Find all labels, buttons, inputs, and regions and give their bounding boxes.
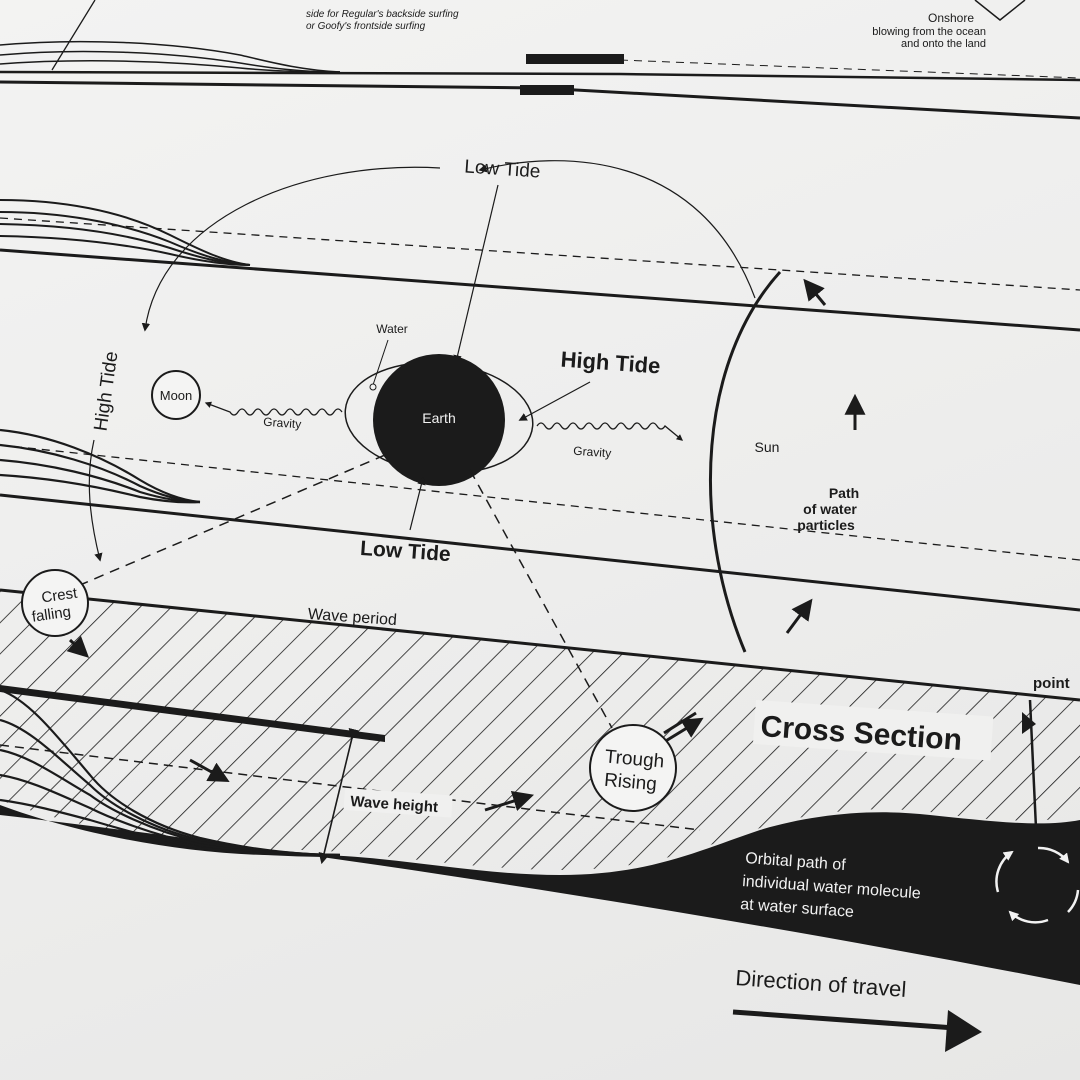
mean-water-line [0, 248, 1080, 332]
high-tide-pointer [518, 381, 591, 421]
onshore-title: Onshore [928, 11, 974, 25]
crest-label-2: falling [31, 603, 72, 625]
moon-label: Moon [160, 388, 193, 403]
projection-line [79, 454, 386, 586]
wave-top-line [0, 588, 1080, 702]
wave-line [0, 235, 251, 266]
low-tide-top-label: Low Tide [464, 156, 541, 182]
high-tide-left-label: High Tide [91, 350, 123, 432]
particle-arrow [803, 278, 827, 306]
crest-bubble [21, 569, 89, 637]
wave-line [0, 428, 201, 504]
earth [373, 354, 505, 486]
path-label-3: particles [797, 517, 855, 533]
sun-label: Sun [755, 439, 780, 455]
trough-label-1: Trough [604, 746, 665, 772]
orbit-arc-top [478, 160, 756, 299]
earth-label: Earth [422, 410, 455, 426]
small-label-tag [526, 54, 624, 64]
direction-arrow-head [945, 1010, 982, 1052]
path-label-2: of water [803, 501, 857, 517]
motion-arrow [189, 758, 230, 783]
motion-arrow [484, 790, 535, 812]
wave-line [0, 473, 201, 504]
gravity-wave-left [204, 401, 343, 416]
top-strip: side for Regular's backside surfing or G… [0, 0, 1080, 120]
orbital-circle [995, 846, 1080, 924]
water-dot [369, 383, 377, 391]
water-label: Water [376, 322, 408, 336]
high-tide-right-label: High Tide [560, 347, 661, 379]
hatched-water-body [0, 590, 1080, 870]
top-wave-line [0, 40, 341, 73]
tide-diagram: Low Tide High Tide Moon Gravity Earth Wa… [79, 156, 782, 729]
wave-contour [0, 773, 341, 857]
low-tide-bottom-label: Low Tide [359, 537, 451, 566]
wave-cross-section: Wave height Wave period Path of water pa… [0, 278, 1080, 1052]
wave-line [0, 199, 251, 266]
onshore-desc-1: blowing from the ocean [872, 26, 986, 38]
wave-line [0, 223, 251, 266]
wave-height-label: Wave height [350, 793, 439, 816]
wave-height-arrow [318, 727, 360, 865]
note-line-1: side for Regular's backside surfing [306, 9, 459, 20]
wave-line [0, 458, 201, 504]
trough-label-2: Rising [603, 770, 657, 796]
dashed-guide [0, 217, 1080, 291]
particle-arrow [785, 598, 813, 634]
orbit-arc-left [141, 166, 441, 332]
path-label-1: Path [829, 485, 859, 501]
point-label: point [1033, 675, 1070, 692]
wave-contour [0, 798, 341, 858]
note-line-2: or Goofy's frontside surfing [306, 21, 426, 32]
top-pointer-line [51, 0, 96, 71]
onshore-desc-2: and onto the land [901, 38, 986, 50]
wave-period-label: Wave period [307, 606, 397, 629]
top-dashed-line [619, 59, 1080, 79]
guide-lines [0, 199, 1080, 612]
top-wave-line [0, 50, 341, 73]
point-arrow [1022, 712, 1036, 734]
dashed-guide [0, 444, 1080, 561]
wave-line [0, 211, 251, 266]
motion-arrow [663, 711, 697, 735]
top-wave-line [0, 60, 341, 73]
gravity-right-label: Gravity [573, 444, 612, 461]
gravity-wave-right [536, 422, 684, 441]
wave-line [0, 443, 201, 504]
trough-bubble [589, 724, 677, 812]
small-label-tag [520, 85, 574, 95]
gravity-left-label: Gravity [263, 415, 302, 432]
motion-arrow [66, 635, 90, 658]
wave-crest-line [0, 685, 385, 742]
moon [151, 370, 201, 420]
onshore-diamond [974, 0, 1026, 21]
direction-label: Direction of travel [735, 965, 908, 1002]
low-tide-bottom-pointer [409, 476, 426, 531]
motion-arrow [663, 717, 704, 744]
sun-arc [708, 270, 782, 653]
label-backdrop [752, 700, 994, 761]
crest-label-1: Crest [40, 585, 79, 607]
water-pointer [372, 339, 389, 386]
top-baseline [0, 70, 1080, 82]
direction-arrow-shaft [732, 1009, 956, 1031]
label-backdrop [343, 788, 453, 818]
orbit-arc-lower-left [88, 439, 103, 562]
low-tide-pointer [453, 184, 499, 364]
mean-water-line [0, 493, 1080, 612]
